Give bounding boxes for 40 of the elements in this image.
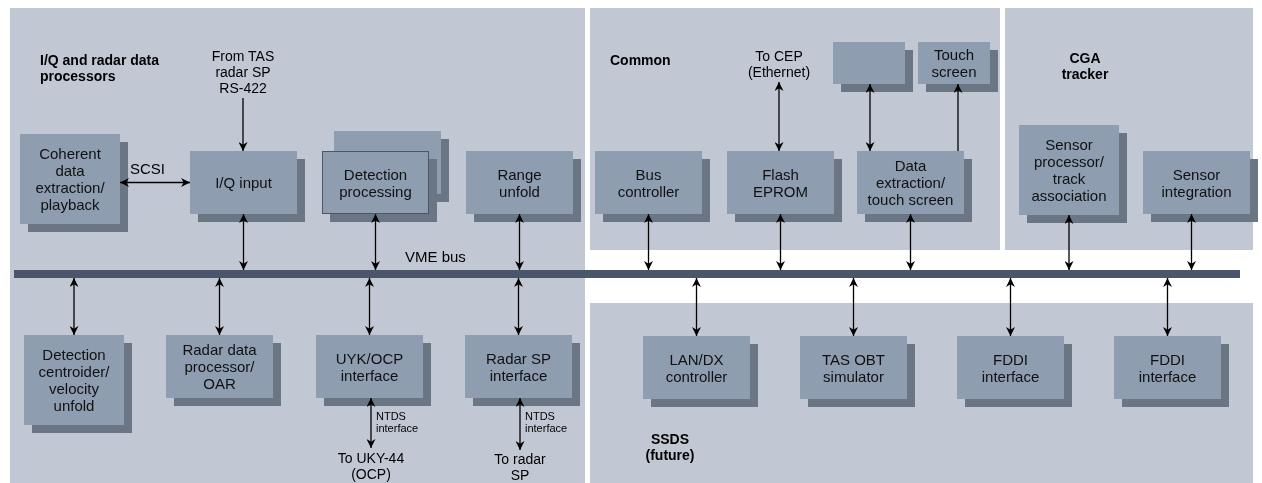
edge-label: SCSI <box>130 160 165 177</box>
panel-background <box>10 8 585 483</box>
endpoint-text: To CEP (Ethernet) <box>734 46 824 82</box>
arrow <box>69 277 79 336</box>
panel-background <box>1005 8 1253 250</box>
arrow <box>774 81 784 152</box>
arrow <box>365 277 374 336</box>
endpoint-text: From TAS radar SP RS-422 <box>203 46 283 98</box>
group-heading: CGA tracker <box>1060 50 1110 82</box>
arrow <box>1187 213 1196 271</box>
arrow <box>1006 277 1015 337</box>
arrow <box>776 213 785 271</box>
edge-label: NTDS interface <box>525 410 569 434</box>
bus-bar <box>14 270 1240 278</box>
arrow <box>215 277 224 336</box>
edge-label: NTDS interface <box>376 410 420 434</box>
arrow <box>514 277 523 336</box>
arrow <box>865 83 875 152</box>
bus-label: VME bus <box>405 248 466 265</box>
panel-background <box>590 8 1000 250</box>
arrow <box>644 213 653 271</box>
arrow <box>515 397 525 451</box>
arrow <box>906 213 915 271</box>
arrow <box>366 397 376 449</box>
endpoint-text: To UKY-44 (OCP) <box>321 448 421 483</box>
arrow <box>238 97 248 152</box>
endpoint-text: To radar SP <box>490 450 550 483</box>
panel-background <box>590 303 1253 483</box>
arrow <box>953 83 963 152</box>
arrow <box>515 213 524 271</box>
arrow <box>371 213 380 271</box>
arrow <box>849 277 858 337</box>
group-heading: Common <box>610 52 672 68</box>
group-heading: I/Q and radar data processors <box>40 52 161 84</box>
group-heading: SSDS (future) <box>644 431 696 463</box>
arrow <box>119 178 191 187</box>
arrow <box>239 213 248 271</box>
arrow <box>692 277 701 337</box>
arrow <box>1064 214 1074 271</box>
arrow <box>1163 277 1172 337</box>
